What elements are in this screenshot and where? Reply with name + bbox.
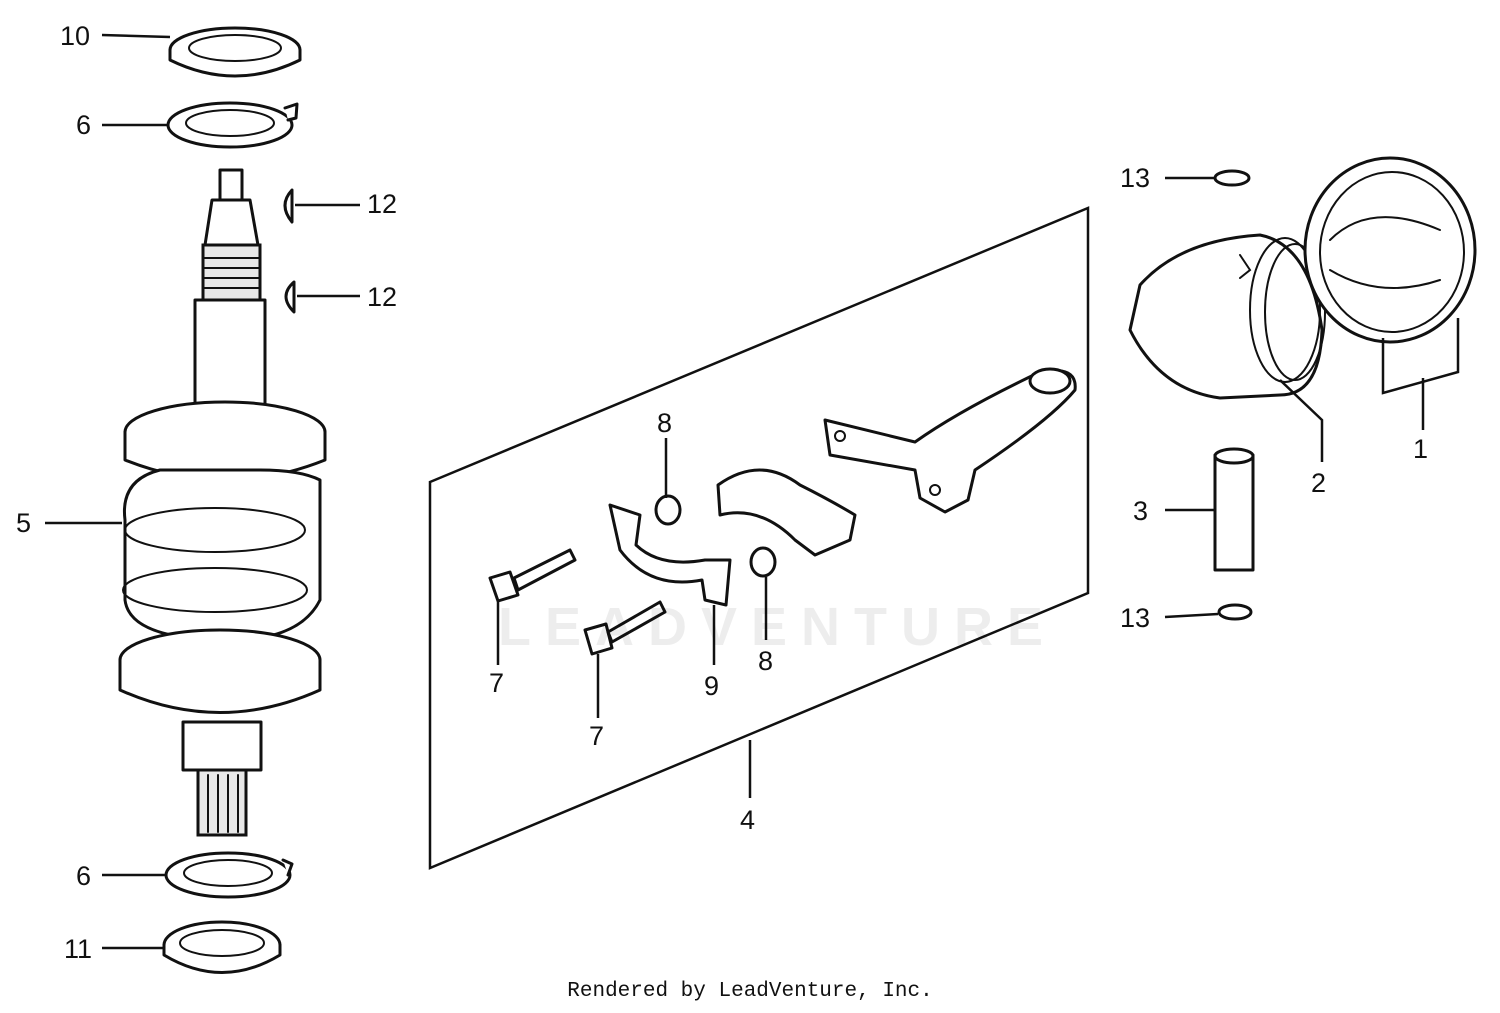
- woodruff-key-12b: [284, 280, 296, 314]
- piston-rings-1: [1303, 156, 1477, 344]
- oil-seal-10: [168, 26, 302, 78]
- callout-7-right: 7: [589, 721, 604, 751]
- render-credit: Rendered by LeadVenture, Inc.: [567, 980, 933, 1003]
- washer-8b: [749, 546, 777, 578]
- callout-11: 11: [64, 934, 92, 964]
- callout-4: 4: [740, 805, 755, 835]
- thrust-washer-6-bottom: [164, 851, 294, 899]
- callout-1: 1: [1413, 434, 1428, 464]
- callout-5: 5: [16, 508, 31, 538]
- callout-12-lower: 12: [367, 282, 397, 312]
- watermark-text: LEADVENTURE: [498, 597, 1058, 657]
- piston-2: [1128, 233, 1326, 400]
- oil-seal-11: [162, 920, 282, 974]
- callout-3: 3: [1133, 496, 1148, 526]
- connecting-rod-kit-panel: [428, 206, 1090, 870]
- callout-8-upper: 8: [657, 408, 672, 438]
- callout-13-top: 13: [1120, 163, 1150, 193]
- washer-8a: [654, 494, 682, 526]
- callout-6-top: 6: [76, 110, 91, 140]
- callout-2: 2: [1311, 468, 1326, 498]
- pin-clip-13a: [1213, 169, 1251, 187]
- rod-cap: [716, 468, 857, 557]
- piston-pin-3: [1213, 447, 1255, 572]
- crankshaft-5: [118, 168, 327, 837]
- callout-13-bottom: 13: [1120, 603, 1150, 633]
- leader-lines: [45, 33, 1425, 950]
- lock-plate-9: [608, 503, 732, 607]
- connecting-rod: [823, 367, 1077, 514]
- bolt-7b: [583, 600, 667, 656]
- callout-8-lower: 8: [758, 646, 773, 676]
- callout-10: 10: [60, 21, 90, 51]
- callout-12-upper: 12: [367, 189, 397, 219]
- callout-7-left: 7: [489, 668, 504, 698]
- ring-set-bracket: [1381, 318, 1460, 395]
- thrust-washer-6-top: [166, 101, 299, 149]
- callout-9: 9: [704, 671, 719, 701]
- bolt-7a: [488, 548, 577, 603]
- pin-clip-13b: [1217, 603, 1253, 621]
- woodruff-key-12a: [283, 188, 294, 224]
- callout-6-bottom: 6: [76, 861, 91, 891]
